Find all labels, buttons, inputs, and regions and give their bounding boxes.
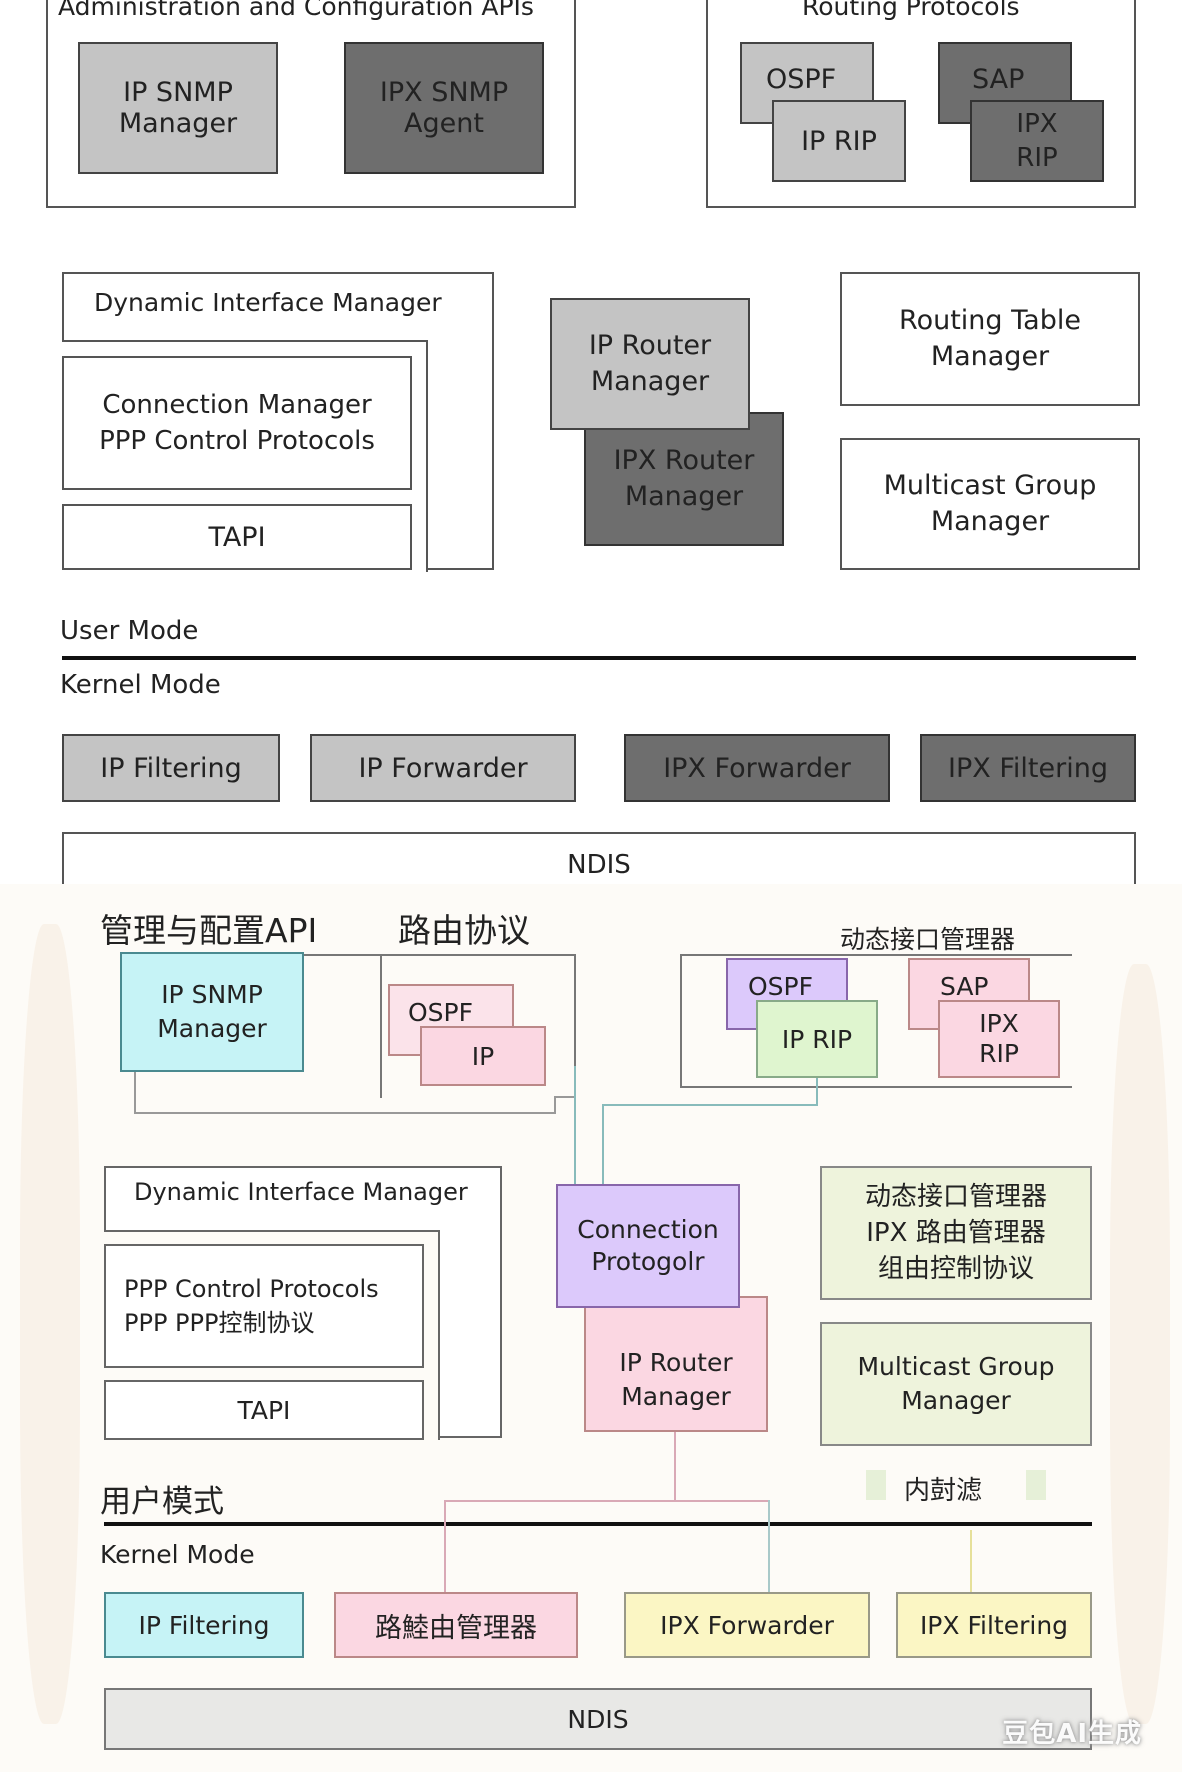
ipx-rip-box: IPX RIP xyxy=(970,100,1104,182)
ip-snmp-manager-box-cn: IP SNMP Manager xyxy=(120,952,304,1072)
mode-divider-line xyxy=(62,656,1136,660)
ipx-forwarder-box: IPX Forwarder xyxy=(624,734,890,802)
connector-line xyxy=(602,1104,604,1184)
ndis-box-cn: NDIS xyxy=(104,1688,1092,1750)
ip-snmp-manager-box: IP SNMP Manager xyxy=(78,42,278,174)
connector-line xyxy=(970,1530,972,1612)
left-frame-divider xyxy=(380,954,382,1098)
connector-line xyxy=(602,1104,818,1106)
right-frame-left-edge xyxy=(680,954,682,1088)
ipx-rip-box-cn: IPX RIP xyxy=(938,1000,1060,1078)
tapi-box-cn: TAPI xyxy=(104,1380,424,1440)
connector-line xyxy=(444,1500,770,1502)
ip-router-manager-box: IP Router Manager xyxy=(550,298,750,430)
background-stain xyxy=(20,924,80,1724)
user-mode-label: User Mode xyxy=(60,616,199,646)
connector-line xyxy=(768,1500,770,1612)
multicast-group-manager-box-cn: Multicast Group Manager xyxy=(820,1322,1092,1446)
colored-diagram-panel: 管理与配置API 路由协议 动态接口管理器 IP SNMP Manager OS… xyxy=(0,884,1182,1772)
kernel-mode-label-cn: Kernel Mode xyxy=(100,1540,255,1569)
green-swatch xyxy=(866,1470,886,1500)
right-frame-bottom-edge xyxy=(680,1086,1072,1088)
ip-rip-box: IP RIP xyxy=(772,100,906,182)
connection-protocol-box-cn: Connection Protogolr xyxy=(556,1184,740,1308)
connector-line xyxy=(816,1078,818,1106)
connection-manager-box: Connection Manager PPP Control Protocols xyxy=(62,356,412,490)
ndis-box: NDIS xyxy=(62,832,1136,884)
ipx-snmp-agent-box: IPX SNMP Agent xyxy=(344,42,544,174)
left-frame-bracket-tick2 xyxy=(554,1096,574,1098)
right-frame-top-edge xyxy=(680,954,1072,956)
original-diagram-panel: Administration and Configuration APIs IP… xyxy=(0,0,1182,884)
left-frame-bracket-bottom xyxy=(134,1112,554,1114)
right-frame-title-cn: 动态接口管理器 xyxy=(840,925,1016,954)
ai-generated-watermark: 豆包AI生成 xyxy=(1002,1719,1142,1749)
inner-filter-label-cn: 内尌滤 xyxy=(904,1476,983,1506)
left-frame-right-edge xyxy=(574,954,576,1066)
user-mode-label-cn: 用户模式 xyxy=(100,1484,224,1520)
left-frame-bracket xyxy=(134,1072,136,1114)
routing-protocols-title: Routing Protocols xyxy=(802,0,1020,21)
left-frame-bracket-tick xyxy=(554,1096,556,1114)
admin-apis-title-cn: 管理与配置API xyxy=(100,911,318,950)
dim-ipx-routing-box-cn: 动态接口管理器 IPX 路由管理器 组由控制协议 xyxy=(820,1166,1092,1300)
tapi-box: TAPI xyxy=(62,504,412,570)
connector-line xyxy=(674,1432,676,1502)
ipx-filtering-box: IPX Filtering xyxy=(920,734,1136,802)
ip-rip-box-cn: IP RIP xyxy=(756,1000,878,1078)
ipx-router-manager-box: IPX Router Manager xyxy=(584,412,784,546)
ip-forwarder-box: IP Forwarder xyxy=(310,734,576,802)
mode-divider-line-cn xyxy=(104,1522,1092,1526)
router-manager-box-cn: 路鯥由管理器 xyxy=(334,1592,578,1658)
ip-router-manager-box-cn: IP Router Manager xyxy=(584,1296,768,1432)
connector-line xyxy=(574,1066,576,1184)
background-stain xyxy=(1110,964,1170,1724)
left-frame-top-edge xyxy=(120,954,575,956)
dim-title-cn: Dynamic Interface Manager xyxy=(134,1178,468,1206)
routing-table-manager-box: Routing Table Manager xyxy=(840,272,1140,406)
green-swatch xyxy=(1026,1470,1046,1500)
dim-title: Dynamic Interface Manager xyxy=(94,288,442,317)
admin-apis-title: Administration and Configuration APIs xyxy=(58,0,534,21)
multicast-group-manager-box: Multicast Group Manager xyxy=(840,438,1140,570)
kernel-mode-label: Kernel Mode xyxy=(60,670,221,700)
ip-box-left: IP xyxy=(420,1026,546,1086)
ipx-filtering-box-cn: IPX Filtering xyxy=(896,1592,1092,1658)
ip-filtering-box: IP Filtering xyxy=(62,734,280,802)
connector-line xyxy=(444,1500,446,1612)
ip-filtering-box-cn: IP Filtering xyxy=(104,1592,304,1658)
ppp-control-box-cn: PPP Control Protocols PPP PPP控制协议 xyxy=(104,1244,424,1368)
routing-protocols-title-cn: 路由协议 xyxy=(398,911,530,950)
ipx-forwarder-box-cn: IPX Forwarder xyxy=(624,1592,870,1658)
